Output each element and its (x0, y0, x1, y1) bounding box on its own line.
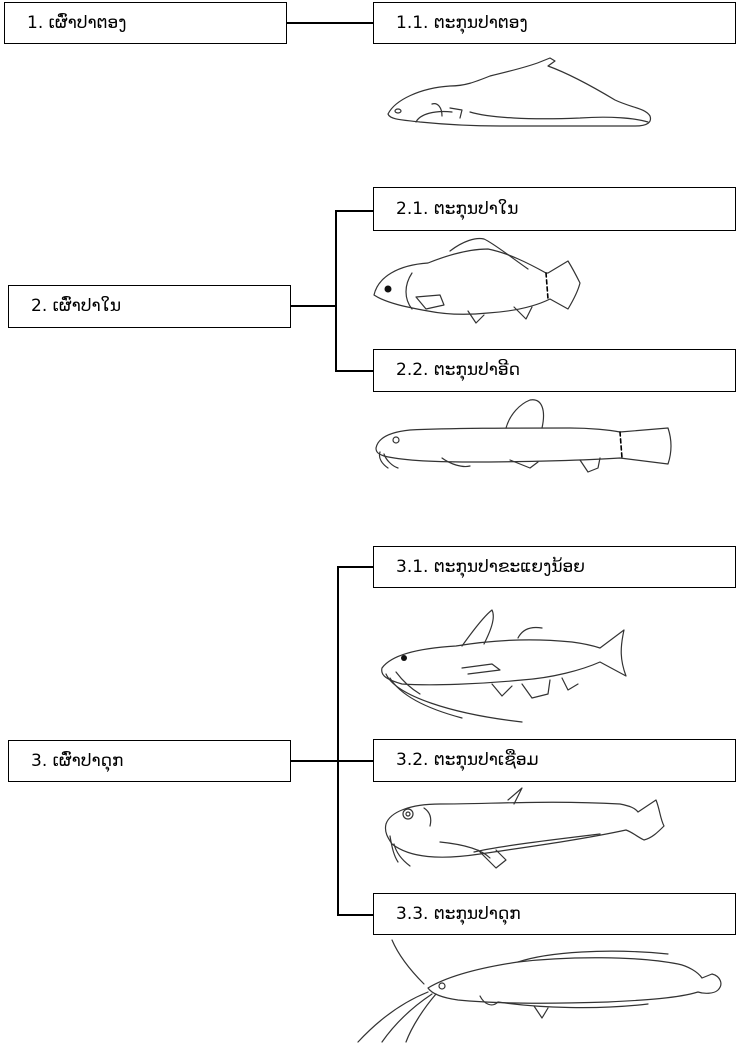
group-label-3: 3. ເຜົ່າປາດຸກ (31, 750, 124, 771)
family-label-1-1: 1.1. ຕະກຸນປາຕອງ (396, 12, 528, 33)
family-box-2-2: 2.2. ຕະກຸນປາອີດ (373, 349, 736, 392)
group-box-2: 2. ເຜົ່າປາໃນ (8, 285, 291, 328)
walking-catfish-icon (357, 939, 722, 1043)
family-label-3-3: 3.3. ຕະກຸນປາດຸກ (396, 903, 521, 924)
group-label-2: 2. ເຜົ່າປາໃນ (31, 296, 122, 316)
group-box-3: 3. ເຜົ່າປາດຸກ (8, 740, 291, 782)
connector-g3-trunk (337, 566, 339, 916)
family-box-3-2: 3.2. ຕະກຸນປາເຊືອມ (373, 739, 736, 782)
loach-fish-icon (375, 399, 672, 473)
group-box-1: 1. ເຜົ່າປາຕອງ (4, 2, 287, 44)
family-box-2-1: 2.1. ຕະກຸນປາໃນ (373, 187, 736, 231)
family-label-2-1: 2.1. ຕະກຸນປາໃນ (396, 198, 519, 219)
connector-g2-branch1 (335, 210, 373, 212)
connector-g2-trunk (335, 210, 337, 372)
connector-g3-stem (291, 760, 338, 762)
connector-g1 (287, 22, 373, 24)
connector-g3-branch1 (337, 566, 373, 568)
sheatfish-icon (384, 787, 665, 869)
group-label-1: 1. ເຜົ່າປາຕອງ (27, 12, 127, 33)
family-label-3-1: 3.1. ຕະກຸນປາຂະແຍງນ້ອຍ (396, 556, 585, 577)
bagrid-catfish-icon (381, 609, 627, 723)
family-box-1-1: 1.1. ຕະກຸນປາຕອງ (373, 2, 736, 44)
featherback-fish-icon (387, 57, 652, 127)
family-box-3-3: 3.3. ຕະກຸນປາດຸກ (373, 893, 736, 935)
connector-g3-branch3 (337, 914, 373, 916)
family-label-2-2: 2.2. ຕະກຸນປາອີດ (396, 360, 521, 380)
family-label-3-2: 3.2. ຕະກຸນປາເຊືອມ (396, 750, 539, 770)
connector-g3-branch2 (337, 760, 373, 762)
connector-g2-branch2 (335, 370, 373, 372)
family-box-3-1: 3.1. ຕະກຸນປາຂະແຍງນ້ອຍ (373, 546, 736, 588)
connector-g2-stem (291, 305, 336, 307)
carp-fish-icon (373, 237, 581, 324)
